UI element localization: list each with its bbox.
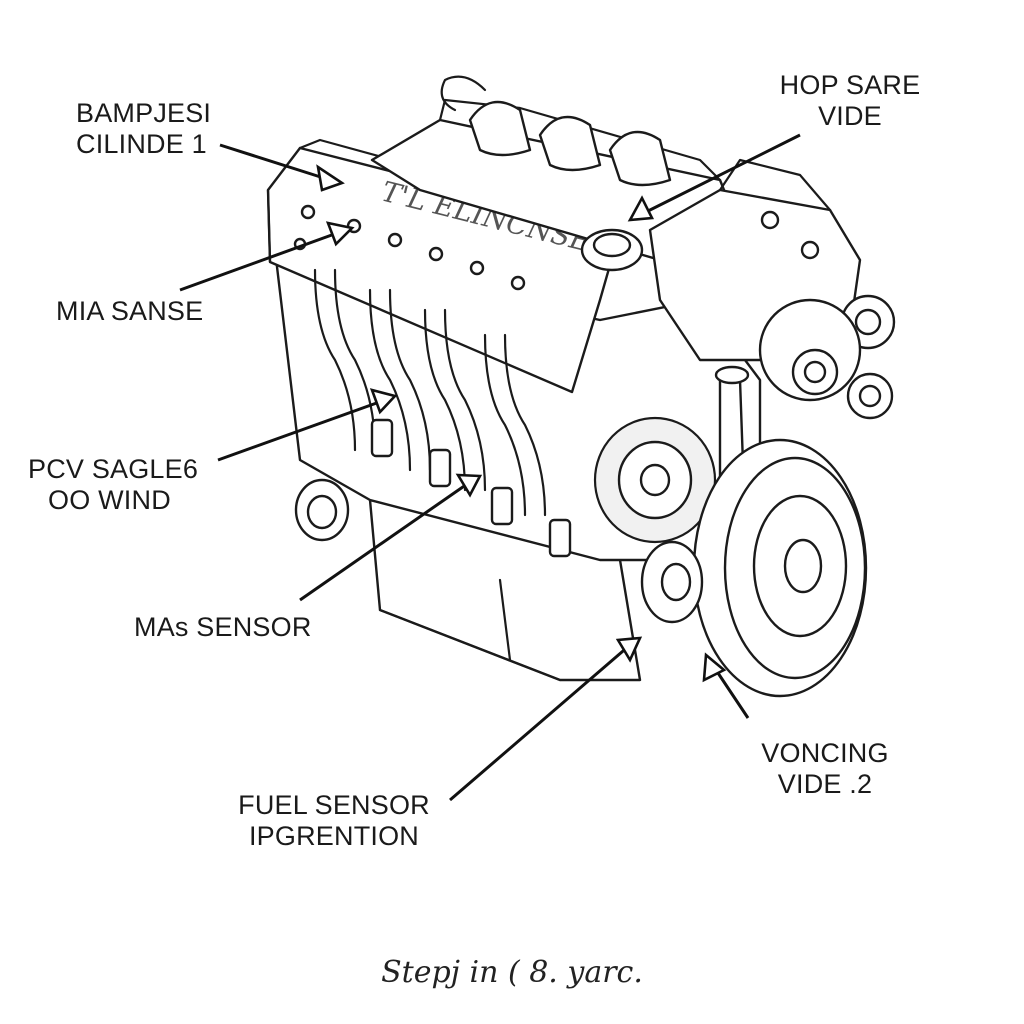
label-fuel-sensor-line1: FUEL SENSOR	[238, 790, 430, 820]
label-bampjesi: BAMPJESI CILINDE 1	[76, 98, 211, 160]
label-pcv: PCV SAGLE6 OO WIND	[28, 454, 198, 516]
label-mia-sanse: MIA SANSE	[56, 296, 203, 327]
label-bampjesi-line1: BAMPJESI	[76, 98, 212, 128]
label-hop-sare-line2: VIDE	[818, 101, 882, 131]
label-hop-sare: HOP SARE VIDE	[770, 70, 930, 132]
label-bampjesi-line2: CILINDE 1	[76, 129, 207, 159]
label-hop-sare-line1: HOP SARE	[779, 70, 921, 100]
label-pcv-line1: PCV SAGLE6	[28, 454, 199, 484]
idler-pulleys	[758, 294, 896, 420]
label-voncing: VONCING VIDE .2	[750, 738, 900, 800]
callout-arrows	[179, 133, 801, 802]
label-voncing-line2: VIDE .2	[777, 769, 873, 799]
diagram-caption: Stepj in ( 8. yarc.	[381, 955, 643, 990]
label-fuel-sensor: FUEL SENSOR IPGRENTION	[224, 790, 444, 852]
intake-runners	[468, 100, 672, 187]
label-mas-sensor-line1: MAs SENSOR	[134, 612, 312, 642]
label-mia-sanse-line1: MIA SANSE	[56, 296, 204, 326]
crank-pulley	[692, 438, 868, 698]
spring-coils	[370, 418, 572, 558]
label-mas-sensor: MAs SENSOR	[134, 612, 312, 643]
label-voncing-line1: VONCING	[761, 738, 889, 768]
alternator	[593, 416, 717, 544]
label-pcv-line2: OO WIND	[48, 485, 171, 515]
label-fuel-sensor-line2: IPGRENTION	[248, 821, 419, 851]
manifold-tubes	[313, 268, 547, 517]
